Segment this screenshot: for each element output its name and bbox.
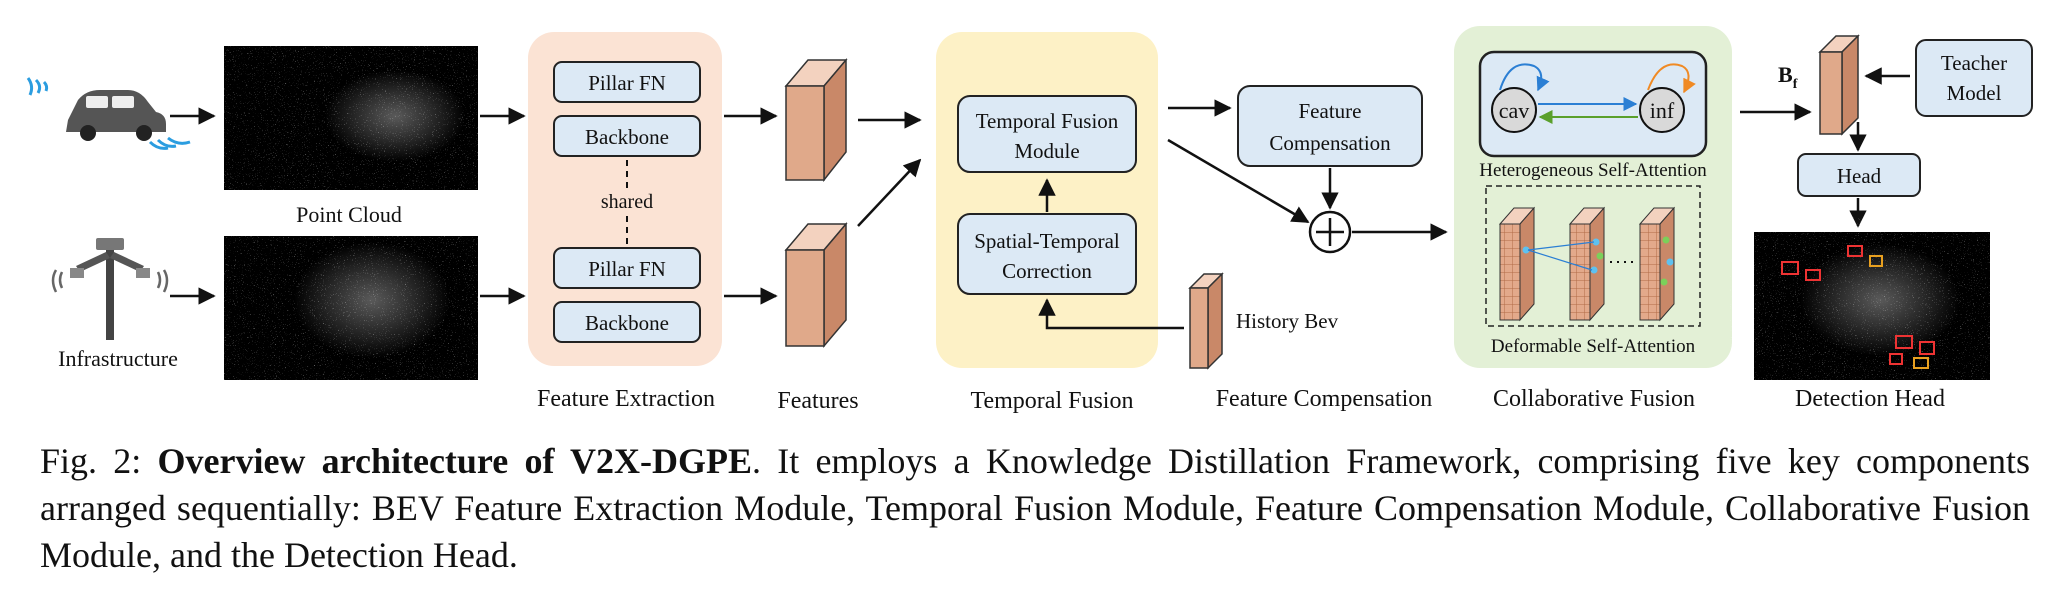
feature-block-bottom xyxy=(784,221,848,349)
backbone-bottom-label: Backbone xyxy=(585,311,669,335)
detection-head-title: Detection Head xyxy=(1795,386,1945,412)
feature-compensation-title: Feature Compensation xyxy=(1216,386,1433,412)
heterogeneous-label: Heterogeneous Self-Attention xyxy=(1479,160,1707,181)
shared-label: shared xyxy=(601,191,653,213)
deformable-block-2 xyxy=(1568,206,1606,322)
feature-block-top xyxy=(784,57,848,183)
cav-label: cav xyxy=(1499,98,1530,123)
caption-bold: Overview architecture of V2X-DGPE xyxy=(157,441,753,481)
sampling-points xyxy=(1522,236,1674,286)
caption-prefix: Fig. 2: xyxy=(40,441,158,481)
history-bev-label: History Bev xyxy=(1236,309,1339,333)
spatial-temporal-line2: Correction xyxy=(1002,259,1092,283)
teacher-model-line2: Model xyxy=(1947,81,2002,105)
inf-node xyxy=(1639,87,1685,133)
deform-link-1 xyxy=(1527,241,1595,251)
pillar-fn-top-box xyxy=(553,61,701,103)
caption-rest: . It employs a Knowledge Distillation Fr… xyxy=(40,441,2031,575)
point-cloud-label: Point Cloud xyxy=(296,202,402,227)
pillar-fn-bottom-label: Pillar FN xyxy=(588,257,666,281)
bf-feature-block xyxy=(1818,34,1860,136)
self-loop-cav xyxy=(1499,63,1550,92)
figure-caption: Fig. 2: Overview architecture of V2X-DGP… xyxy=(40,438,2030,579)
head-label: Head xyxy=(1837,164,1882,188)
self-loop-inf xyxy=(1647,63,1696,94)
history-bev-block xyxy=(1188,272,1224,370)
deformable-label: Deformable Self-Attention xyxy=(1491,336,1696,357)
teacher-model-box xyxy=(1915,39,2033,117)
architecture-diagram: Point Cloud Infrastructure Pillar FN Bac… xyxy=(26,26,2033,414)
temporal-fusion-title: Temporal Fusion xyxy=(971,388,1134,414)
spatial-temporal-line1: Spatial-Temporal xyxy=(974,229,1120,253)
cav-node xyxy=(1491,87,1537,133)
car-icon xyxy=(26,77,191,150)
feature-compensation-box xyxy=(1237,85,1423,167)
arrow-feature-bottom-to-temporal xyxy=(857,158,922,227)
feature-compensation-line2: Compensation xyxy=(1269,131,1391,155)
features-title: Features xyxy=(777,388,858,414)
point-cloud-infrastructure xyxy=(224,236,478,380)
pillar-fn-top-label: Pillar FN xyxy=(588,71,666,95)
deform-link-2 xyxy=(1527,249,1593,271)
temporal-fusion-module-line1: Temporal Fusion xyxy=(976,109,1119,133)
head-box xyxy=(1797,153,1921,197)
deformable-block-3 xyxy=(1638,206,1676,322)
bf-label: Bf xyxy=(1778,62,1798,92)
temporal-fusion-module-line2: Module xyxy=(1014,139,1079,163)
spatial-temporal-correction-box xyxy=(957,213,1137,295)
backbone-top-label: Backbone xyxy=(585,125,669,149)
temporal-fusion-module-box xyxy=(957,95,1137,173)
infrastructure-label: Infrastructure xyxy=(58,346,178,371)
detection-output-image xyxy=(1754,232,1990,380)
backbone-top-box xyxy=(553,115,701,157)
backbone-bottom-box xyxy=(553,301,701,343)
sum-operator-icon xyxy=(1308,210,1352,254)
deformable-box xyxy=(1485,185,1701,327)
point-cloud-car xyxy=(224,46,478,190)
collaborative-fusion-title: Collaborative Fusion xyxy=(1493,386,1695,412)
feature-compensation-line1: Feature xyxy=(1299,99,1362,123)
arrow-history-to-correction xyxy=(1038,298,1184,330)
pillar-fn-bottom-box xyxy=(553,247,701,289)
deformable-block-1 xyxy=(1498,206,1536,322)
arrow-temporal-to-sum xyxy=(1167,138,1310,224)
infrastructure-icon xyxy=(51,238,169,340)
teacher-model-line1: Teacher xyxy=(1941,51,2007,75)
feature-extraction-title: Feature Extraction xyxy=(537,386,715,412)
inf-label: inf xyxy=(1650,98,1675,123)
